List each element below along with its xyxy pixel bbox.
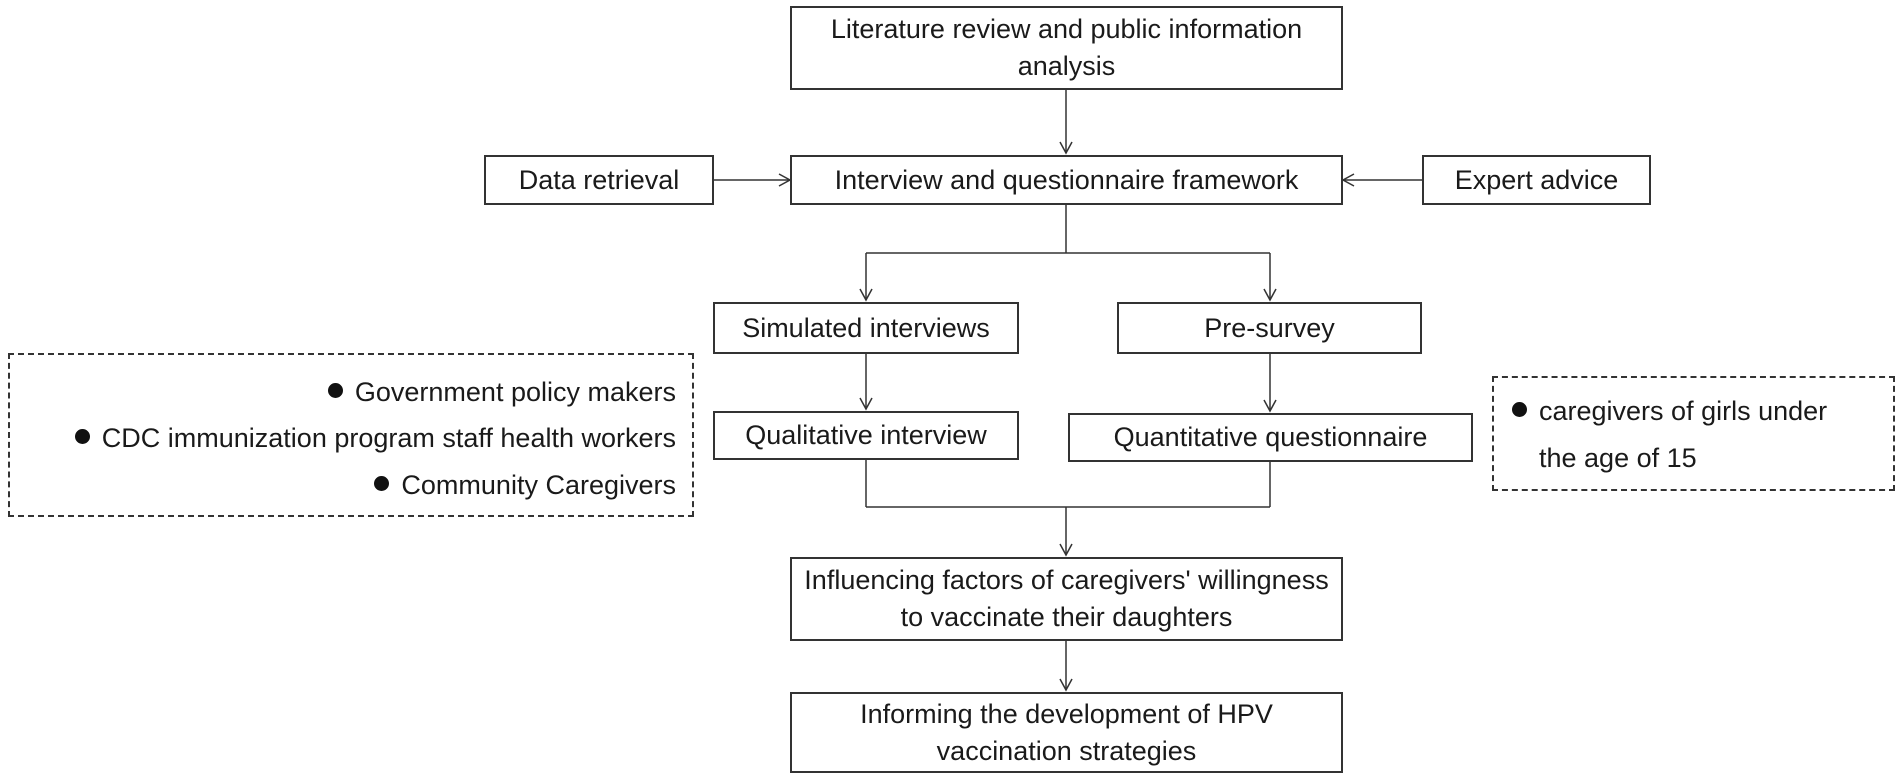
framework-box: Interview and questionnaire framework	[790, 155, 1343, 205]
qualitative-interview-label: Qualitative interview	[745, 420, 987, 450]
simulated-interviews-box: Simulated interviews	[713, 302, 1019, 354]
bullet-icon	[1512, 402, 1527, 418]
simulated-interviews-label: Simulated interviews	[742, 312, 990, 343]
expert-advice-box: Expert advice	[1422, 155, 1651, 205]
participant-label: caregivers of girls under	[1539, 396, 1828, 426]
influencing-factors-box: Influencing factors of caregivers' willi…	[790, 557, 1343, 641]
influencing-factors-label: Influencing factors of caregivers' willi…	[804, 565, 1329, 632]
bullet-icon	[74, 429, 90, 445]
participant-label: Government policy makers	[354, 377, 676, 407]
informing-strategies-box: Informing the development of HPV vaccina…	[790, 692, 1343, 773]
pre-survey-box: Pre-survey	[1117, 302, 1422, 354]
data-retrieval-label: Data retrieval	[518, 164, 680, 195]
participant-label: Community Caregivers	[401, 470, 676, 500]
literature-review-label: Literature review and public information…	[830, 14, 1303, 81]
qualitative-interview-box: Qualitative interview	[713, 411, 1019, 460]
bullet-icon	[374, 476, 390, 492]
questionnaire-participants-list: caregivers of girls under the age of 15	[1492, 376, 1895, 491]
expert-advice-label: Expert advice	[1454, 164, 1619, 195]
quantitative-questionnaire-box: Quantitative questionnaire	[1068, 413, 1473, 462]
informing-strategies-label: Informing the development of HPV vaccina…	[860, 698, 1273, 766]
interview-participants-list: Government policy makers CDC immunizatio…	[8, 353, 694, 517]
participant-label-continued: the age of 15	[1539, 443, 1697, 473]
list-item: Government policy makers	[327, 375, 676, 409]
list-item-continuation: the age of 15	[1539, 434, 1697, 482]
pre-survey-label: Pre-survey	[1204, 312, 1335, 343]
framework-label: Interview and questionnaire framework	[834, 164, 1299, 195]
list-item: CDC immunization program staff health wo…	[74, 421, 676, 455]
participant-label: CDC immunization program staff health wo…	[101, 423, 676, 453]
list-item: caregivers of girls under	[1512, 387, 1827, 435]
literature-review-box: Literature review and public information…	[790, 6, 1343, 90]
data-retrieval-box: Data retrieval	[484, 155, 714, 205]
list-item: Community Caregivers	[374, 468, 676, 502]
quantitative-questionnaire-label: Quantitative questionnaire	[1113, 422, 1428, 452]
bullet-icon	[327, 383, 343, 399]
